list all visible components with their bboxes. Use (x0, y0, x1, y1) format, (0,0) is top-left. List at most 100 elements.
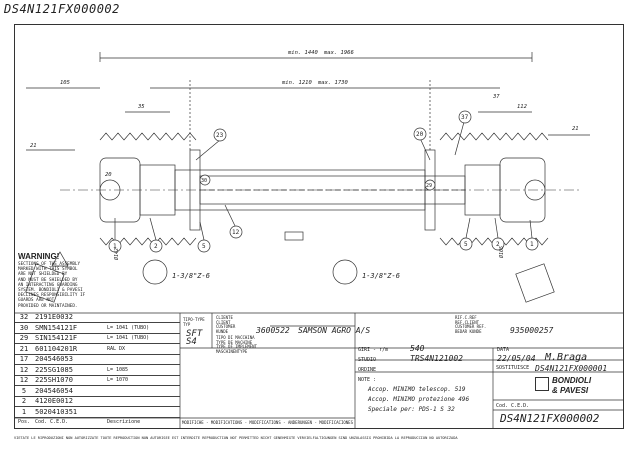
footer-legal: VIETATE LE RIPRODUZIONI NON AUTORIZZATE … (14, 436, 458, 440)
bom-row: 12 225SG1085 L= 1085 (15, 366, 180, 376)
tipo-label: TIPO-TYPE TYP (183, 317, 205, 327)
svg-text:12: 12 (232, 229, 240, 236)
note-line-1: Accop. MINIMO telescop. 519 (368, 386, 466, 393)
note-label: NOTE : (358, 377, 377, 383)
brand-logo-icon (535, 377, 549, 391)
cliente-name: SAMSON AGRO A/S (298, 326, 371, 335)
note-line-2: Accop. MINIMO protezione 496 (368, 396, 470, 403)
drawing-frame (14, 24, 624, 429)
giri-value: 540 (410, 344, 425, 353)
bom-desc: L= 1085 (107, 366, 129, 373)
warning-text: SECTIONS OF THE ASSEMBLY MARKED WITH THI… (18, 262, 86, 309)
tractor-icon (284, 231, 304, 241)
bellows-right-top (439, 132, 549, 141)
svg-text:1: 1 (530, 241, 534, 248)
bom-pos: 12 (19, 376, 29, 384)
bom-pos: 21 (19, 344, 29, 353)
balloon-29 (424, 179, 436, 191)
svg-text:2: 2 (154, 243, 158, 250)
right-yoke-view (515, 263, 555, 303)
bom-code: 204546054 (35, 386, 73, 395)
spline-left-profile (142, 259, 168, 285)
dim-35-label: 35 (137, 104, 145, 110)
operator-value: M.Braga (545, 352, 588, 363)
drawing-number-top: DS4N121FX000002 (4, 2, 120, 16)
bom-pos: 2 (21, 397, 27, 405)
studio-label: STUDIO (358, 357, 377, 363)
ced-value: DS4N121FX000002 (500, 412, 600, 425)
spline-left-label: 1-3/8"Z-6 (172, 272, 210, 280)
dim-112-label: 112 (517, 104, 528, 110)
bom-code: 601104201R (35, 344, 78, 353)
bom-desc: L= 1041 (TUBO) (107, 324, 150, 331)
svg-text:2: 2 (496, 241, 500, 248)
dim-overall-max-label: max. 1966 (323, 50, 354, 56)
bom-desc: RAL DX (107, 345, 126, 352)
bom-row: 29 SIN154121F L= 1041 (TUBO) (15, 334, 180, 344)
balloon-20 (413, 127, 427, 141)
bom-pos: 1 (21, 407, 27, 416)
tipo-value: SFT S4 (186, 329, 203, 347)
bom-pos: 17 (19, 355, 29, 363)
bom-pos: 5 (21, 386, 27, 395)
svg-text:23: 23 (216, 132, 224, 139)
bom-code: SIN154121F (35, 334, 78, 342)
balloon-1-right (525, 237, 539, 251)
bom-code: 225SG1085 (35, 365, 73, 374)
sostituisce-value: DS4N121FX000001 (535, 364, 608, 373)
bom-desc: L= 1070 (107, 377, 129, 383)
svg-text:1: 1 (113, 243, 117, 250)
note-line-3: Speciale per: PDS-1 S 32 (368, 406, 455, 413)
giri-label: GIRI - r/m (358, 347, 389, 353)
balloon-2-right (491, 237, 505, 251)
cliente-code: 3600522 (256, 326, 290, 335)
spline-right-label: 1-3/8"Z-6 (362, 272, 400, 280)
dim-105-label: 105 (60, 80, 70, 86)
spline-right-profile (332, 259, 358, 285)
left-yoke-view (25, 263, 65, 303)
bom-code: 2191E0032 (35, 313, 73, 321)
brand-line-1: BONDIOLI (552, 376, 592, 385)
bom-code: 5020410351 (35, 407, 78, 416)
svg-text:29: 29 (426, 183, 432, 189)
bom-row: 21 601104201R RAL DX (15, 345, 180, 355)
balloon-5-left (197, 239, 211, 253)
balloon-23 (213, 128, 227, 142)
left-guard-ring (189, 149, 201, 231)
bom-header: Pos. Cod. C.E.D. Descrizione (17, 419, 141, 425)
bom-row: 1 5020410351 (15, 408, 180, 418)
ordine-label: ORDINE (358, 367, 377, 373)
balloon-2-left (149, 239, 163, 253)
dim-inner-min-label: min. 1210 (281, 80, 312, 86)
dim-overall-min-label: min. 1440 (287, 50, 318, 56)
data-value: 22/05/04 (497, 354, 536, 363)
bom-pos: 12 (19, 365, 29, 374)
rif-label: RIF.C.REF REF.CLIENT CUSTOMER REF. BEDAR… (455, 315, 487, 334)
bom-row: 5 204546054 (15, 387, 180, 397)
svg-text:5: 5 (202, 243, 206, 250)
warning-title: WARNING! (18, 252, 60, 261)
rif-value: 935000257 (510, 326, 554, 335)
bom-pos: 30 (19, 323, 29, 332)
bom-row: 32 2191E0032 (15, 313, 180, 323)
ced-label: Cod. C.E.D. (496, 403, 530, 409)
bom-pos: 32 (19, 313, 29, 321)
bellows-left-top (99, 132, 197, 141)
dim-dia-left: Ø142 (113, 248, 120, 260)
bom-pos: 29 (19, 334, 29, 342)
brand-line-2: & PAVESI (552, 386, 589, 395)
dim-20-label: 20 (105, 172, 112, 178)
bom-desc: L= 1041 (TUBO) (107, 335, 150, 341)
dim-37-label: 37 (492, 94, 500, 100)
svg-text:37: 37 (461, 114, 469, 121)
studio-value: TRS4N121002 (410, 354, 463, 363)
svg-text:5: 5 (464, 241, 468, 248)
sostituisce-label: SOSTITUISCE (496, 365, 530, 371)
dim-21-left-label: 21 (30, 143, 37, 149)
tipo-macchina-label: TIPO DI MACCHINA TYPE DE MACHINE TYPE OF… (216, 335, 257, 354)
